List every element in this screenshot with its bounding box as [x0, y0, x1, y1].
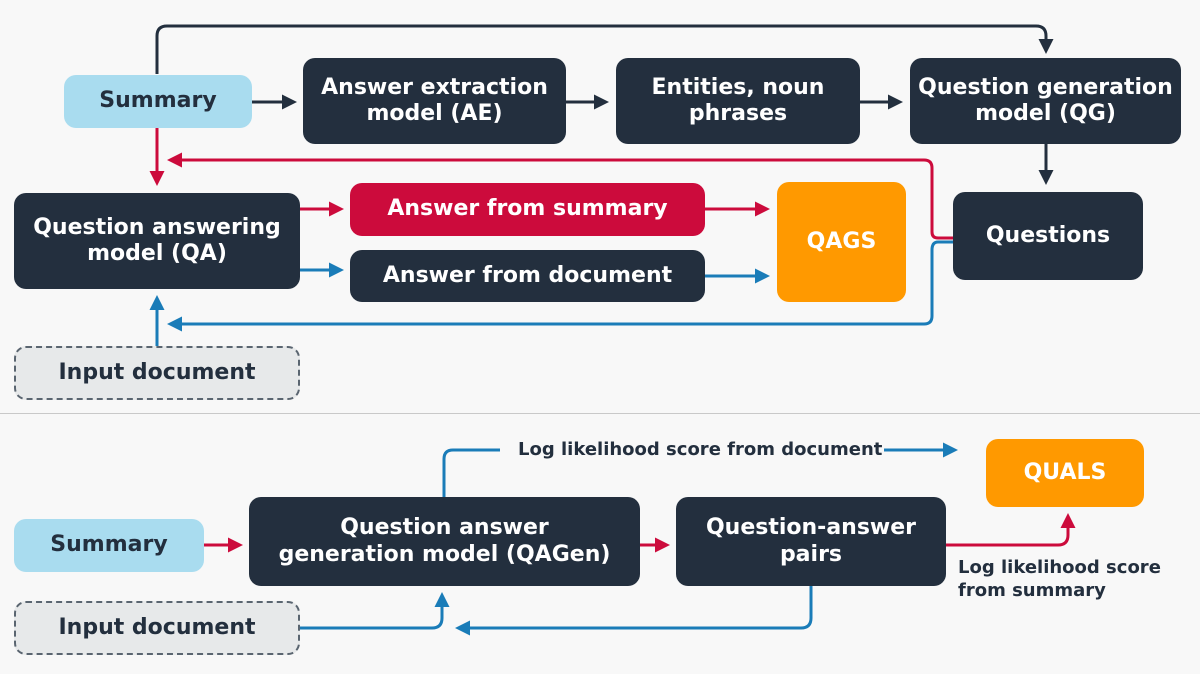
- ll-document-label: Log likelihood score from document: [518, 439, 883, 460]
- arrow-input-to-qagen: [300, 592, 450, 630]
- qags-node: QAGS: [777, 182, 906, 302]
- answer-from-summary-node: Answer from summary: [350, 183, 705, 236]
- arrow-questions-to-qa-red: [167, 152, 953, 240]
- input-document-node: Input document: [14, 346, 300, 400]
- question-generation-node: Question generation model (QG): [910, 58, 1181, 144]
- entities-node: Entities, noun phrases: [616, 58, 860, 144]
- arrow-questions-to-qa-blue: [167, 240, 953, 332]
- summary-node: Summary: [64, 75, 252, 128]
- question-answering-node: Question answering model (QA): [14, 193, 300, 289]
- bottom-summary-node: Summary: [14, 519, 204, 572]
- questions-node: Questions: [953, 192, 1143, 280]
- arrow-summary-to-qg-loop: [155, 24, 1054, 74]
- bottom-input-document-node: Input document: [14, 601, 300, 655]
- ll-summary-label: Log likelihood score from summary: [958, 557, 1161, 602]
- arrow-pairs-to-quals: [946, 513, 1076, 547]
- arrow-qagen-to-ll-document: [442, 448, 500, 497]
- qa-pairs-node: Question-answer pairs: [676, 497, 946, 586]
- answer-from-document-node: Answer from document: [350, 250, 705, 302]
- quals-node: QUALS: [986, 439, 1144, 507]
- qagen-node: Question answer generation model (QAGen): [249, 497, 640, 586]
- section-divider: [0, 413, 1200, 414]
- arrow-pairs-to-qagen: [455, 586, 813, 636]
- answer-extraction-node: Answer extraction model (AE): [303, 58, 566, 144]
